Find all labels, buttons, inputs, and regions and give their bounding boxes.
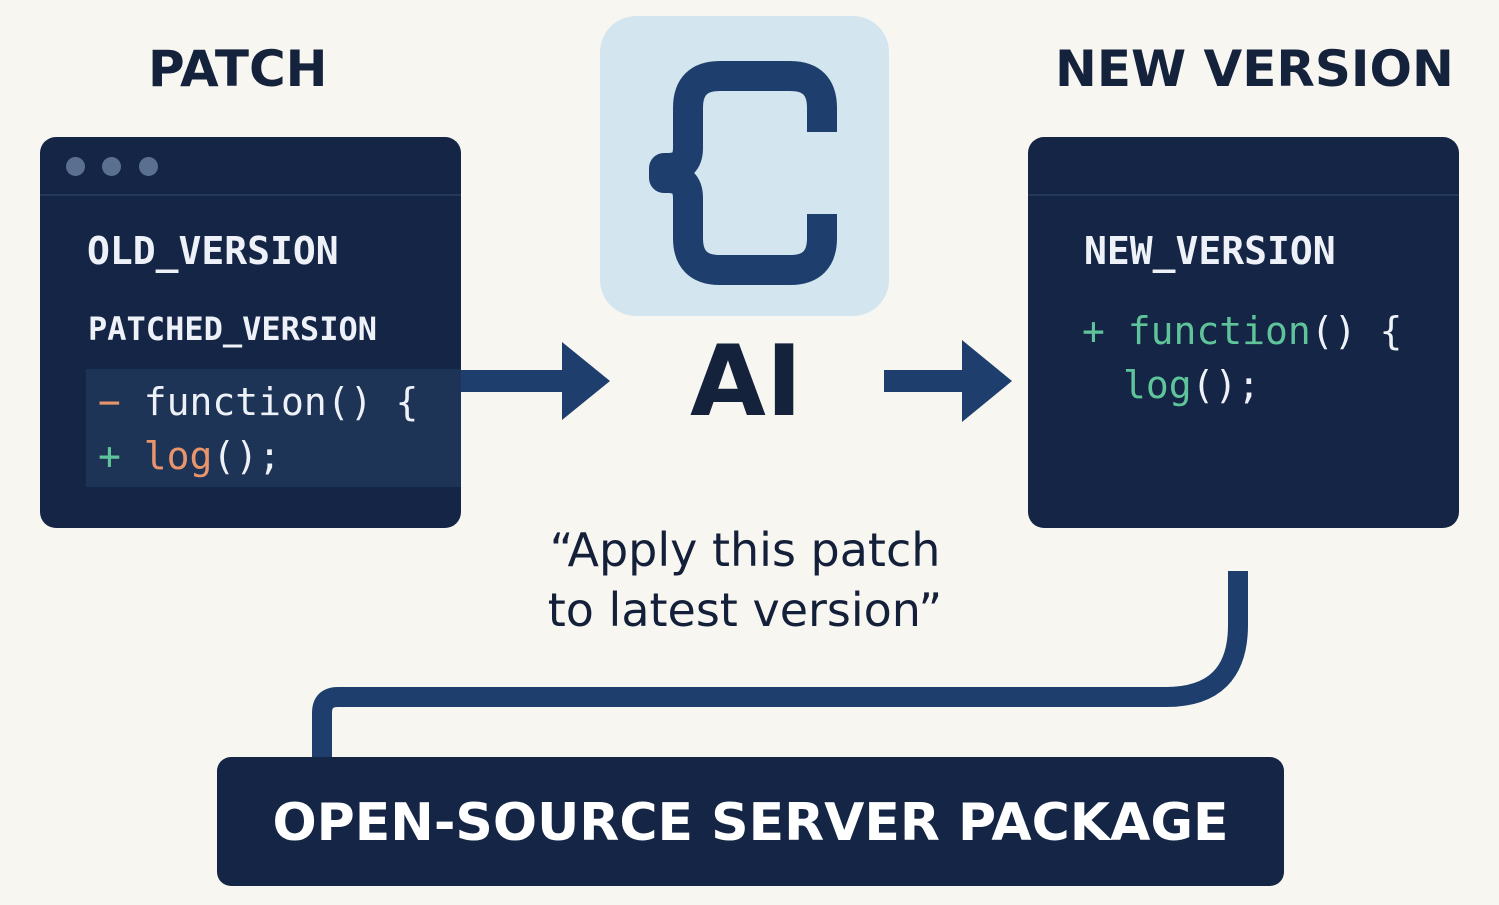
patch-heading: PATCH bbox=[148, 40, 328, 98]
code-rest: (); bbox=[212, 434, 282, 478]
plus-sign: + bbox=[98, 434, 121, 478]
window-title-bar bbox=[40, 137, 461, 196]
instruction-line-1: “Apply this patch bbox=[549, 523, 941, 577]
arrow-ai-to-new bbox=[884, 340, 1012, 422]
code-rest: () { bbox=[1310, 309, 1403, 353]
new-version-label: NEW_VERSION bbox=[1084, 229, 1336, 273]
diff-line-added: + log(); bbox=[98, 437, 281, 475]
plus-sign: + bbox=[1082, 309, 1105, 353]
code-keyword: function bbox=[1127, 309, 1311, 353]
new-version-code-panel: NEW_VERSION + function() { log(); bbox=[1028, 137, 1459, 528]
code-rest: (); bbox=[1191, 363, 1261, 407]
ai-icon-tile bbox=[600, 16, 889, 316]
package-connector-line bbox=[312, 571, 1248, 757]
code-keyword: log bbox=[143, 434, 213, 478]
code-rest: () { bbox=[326, 380, 419, 424]
patched-version-label: PATCHED_VERSION bbox=[88, 310, 377, 348]
ai-label: AI bbox=[690, 325, 803, 439]
server-package-box: OPEN-SOURCE SERVER PACKAGE bbox=[217, 757, 1284, 886]
curly-brace-icon bbox=[649, 61, 837, 285]
diff-line-removed: − function() { bbox=[98, 383, 418, 421]
new-version-heading: NEW VERSION bbox=[1055, 40, 1454, 98]
code-keyword: log bbox=[1123, 363, 1192, 407]
instruction-quote: “Apply this patch to latest version” bbox=[490, 520, 1000, 640]
window-title-bar bbox=[1028, 137, 1459, 196]
diff-block: − function() { + log(); bbox=[86, 369, 461, 487]
minus-sign: − bbox=[98, 380, 121, 424]
code-line: log(); bbox=[1123, 366, 1260, 404]
window-dot-icon bbox=[139, 157, 158, 176]
code-line-added: + function() { bbox=[1082, 312, 1402, 350]
arrow-patch-to-ai bbox=[455, 342, 610, 420]
code-keyword: function bbox=[143, 380, 327, 424]
old-version-label: OLD_VERSION bbox=[87, 229, 339, 273]
server-package-label: OPEN-SOURCE SERVER PACKAGE bbox=[272, 793, 1229, 853]
instruction-line-2: to latest version” bbox=[547, 583, 943, 637]
window-dot-icon bbox=[66, 157, 85, 176]
window-dot-icon bbox=[102, 157, 121, 176]
patch-code-panel: OLD_VERSION PATCHED_VERSION − function()… bbox=[40, 137, 461, 528]
